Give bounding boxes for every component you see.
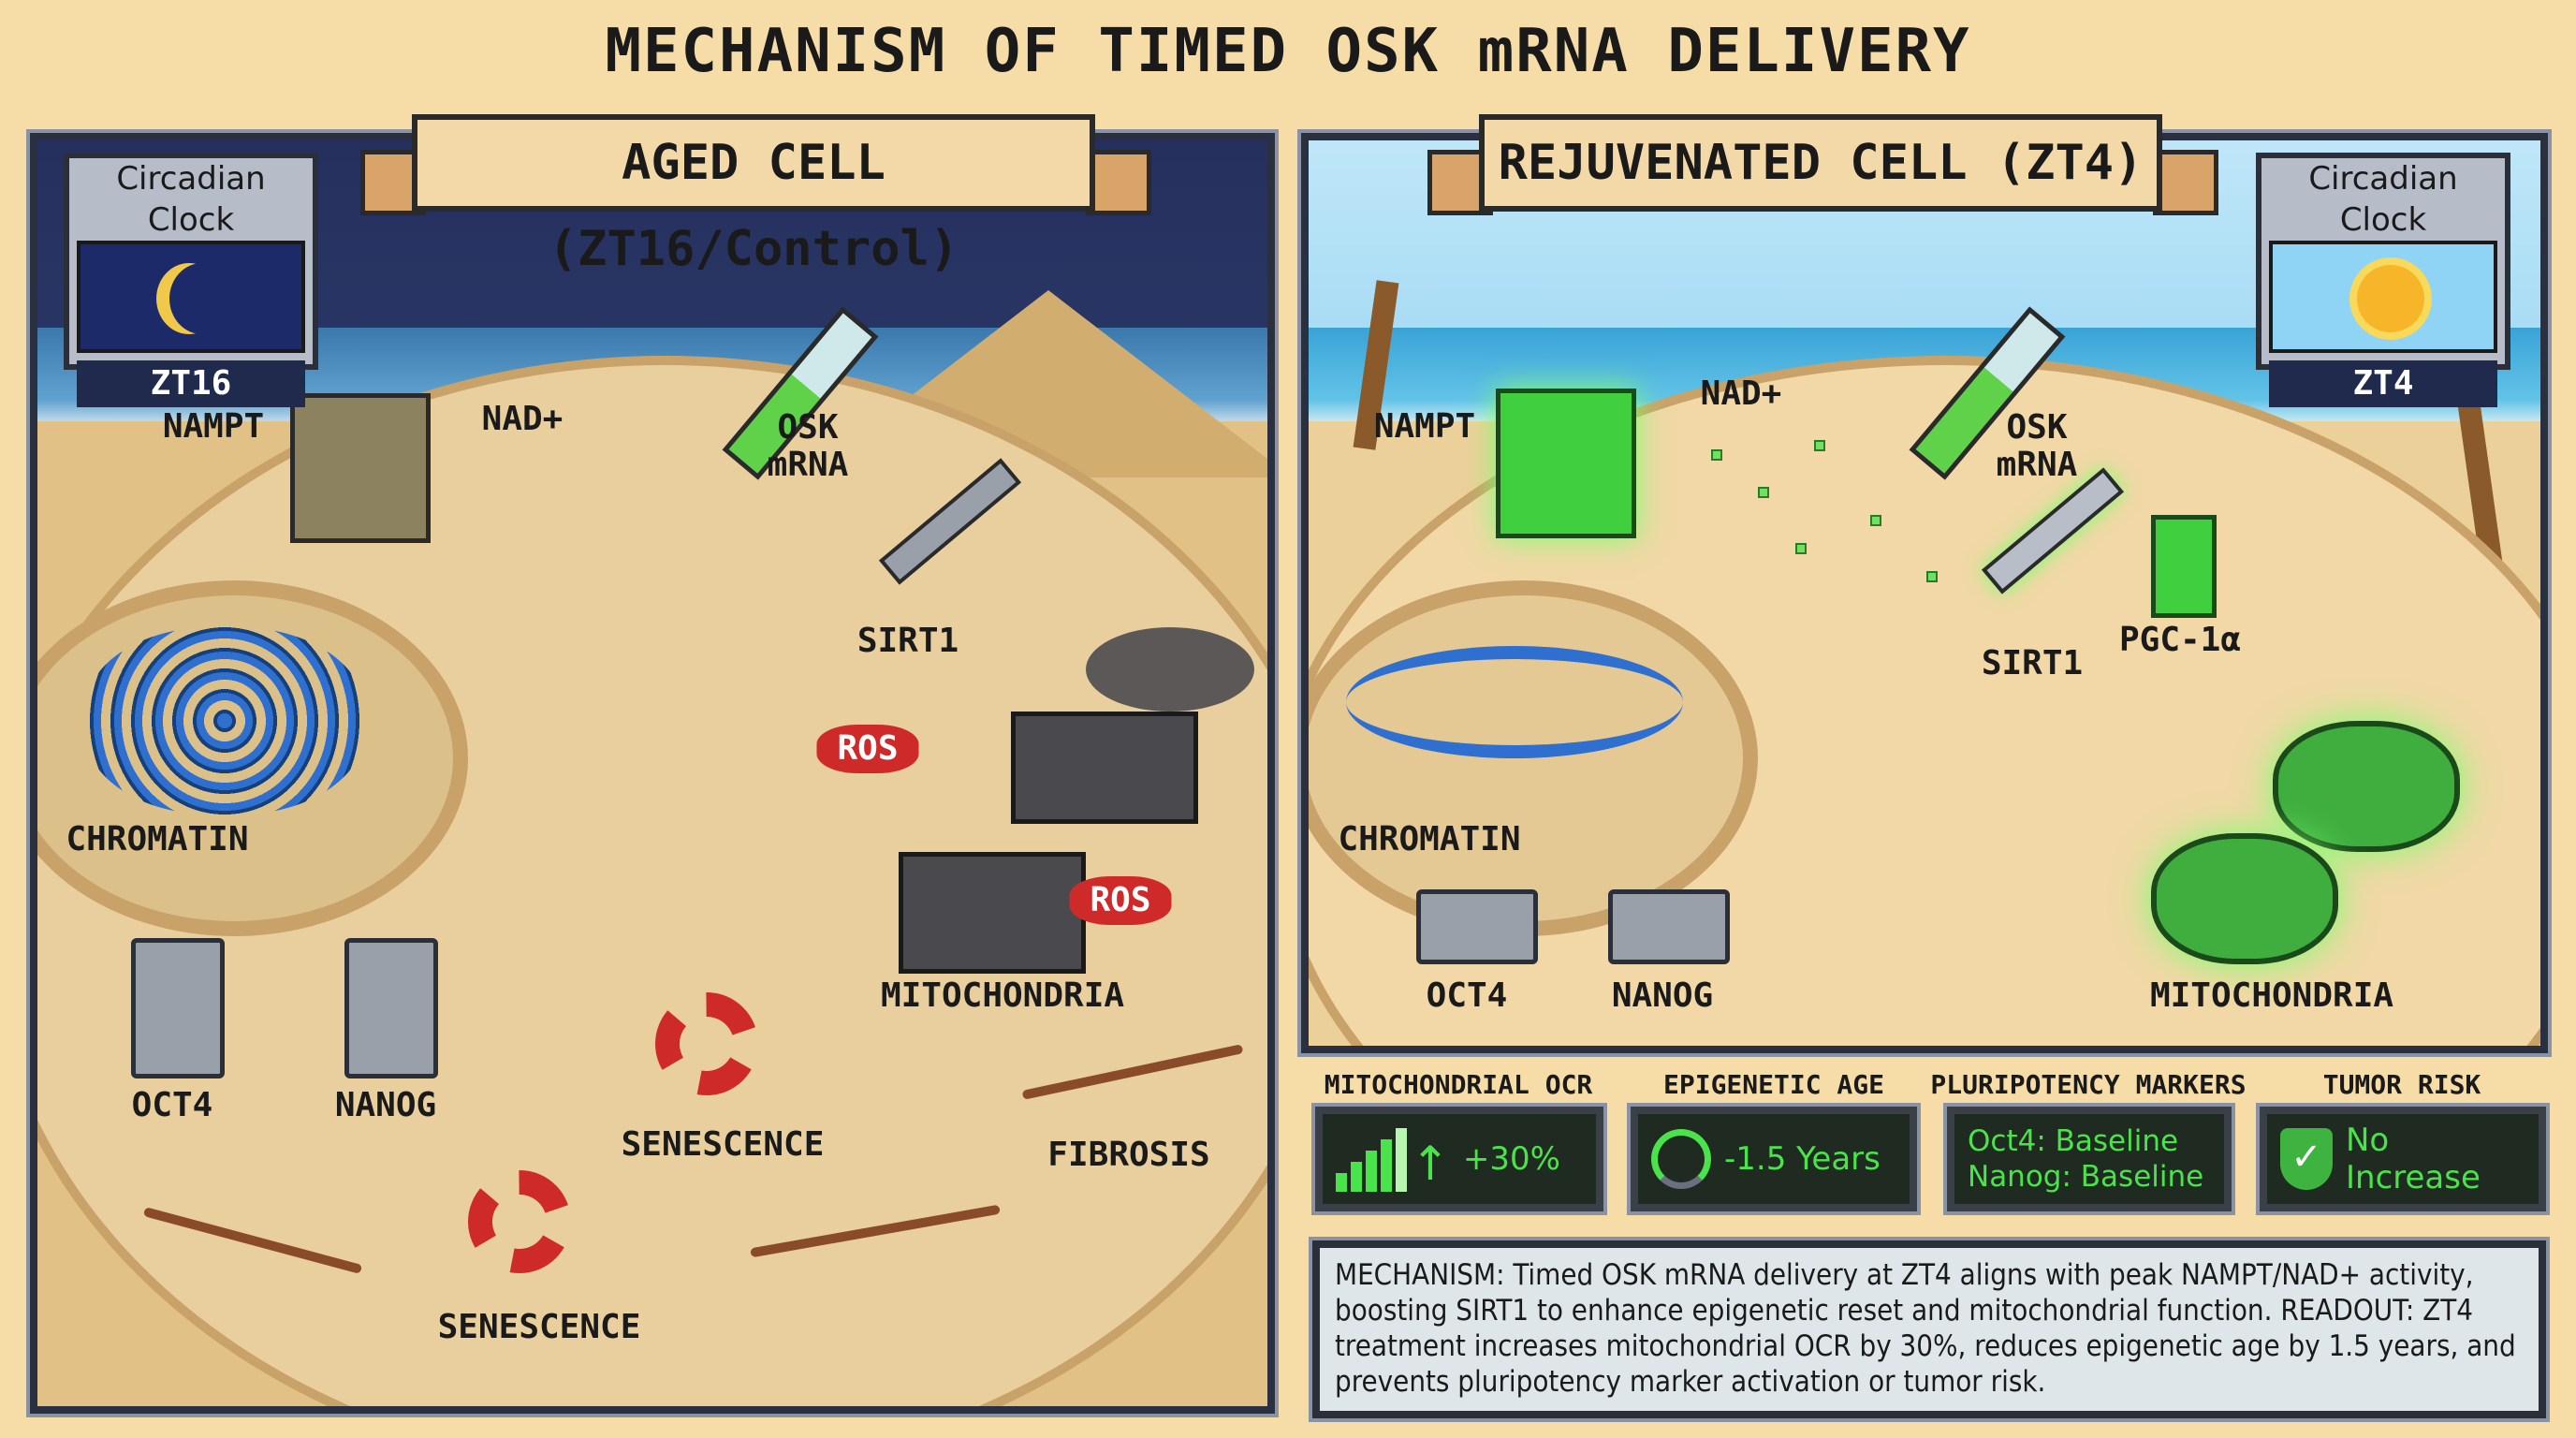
gear-icon (655, 992, 758, 1095)
label-nad: NAD+ (1700, 374, 1782, 413)
metric-label-age: EPIGENETIC AGE (1662, 1069, 1885, 1100)
label-fibrosis: FIBROSIS (1047, 1136, 1210, 1174)
nad-particle (1926, 571, 1938, 582)
circadian-clock-left: Circadian Clock ZT16 (64, 153, 318, 407)
nanog-box-icon (1608, 889, 1730, 964)
label-chromatin: CHROMATIN (66, 820, 249, 858)
nucleus (1309, 580, 1758, 936)
metric-label-tumor: TUMOR RISK (2322, 1069, 2481, 1100)
banner-ribbon (1086, 150, 1151, 215)
label-osk-mrna: OSK mRNA (767, 408, 849, 484)
day-window (2269, 241, 2497, 353)
label-oct4: OCT4 (131, 1086, 213, 1124)
nad-particle (1870, 515, 1881, 526)
label-senescence: SENESCENCE (437, 1308, 641, 1346)
nanog-status: Nanog: Baseline (1968, 1160, 2204, 1194)
mitochondria-icon (2151, 833, 2338, 964)
clock-time: ZT16 (77, 360, 305, 407)
metric-value: -1.5 Years (1724, 1140, 1881, 1178)
metric-tumor-risk: ✓ No Increase (2256, 1103, 2550, 1215)
oct4-box-icon (131, 938, 225, 1078)
page-title: MECHANISM OF TIMED OSK mRNA DELIVERY (605, 17, 1971, 86)
clock-label: Circadian Clock (116, 160, 266, 239)
night-window (77, 241, 305, 353)
battery-icon (2151, 515, 2217, 618)
oct4-box-icon (1416, 889, 1538, 964)
nampt-machine-icon (290, 393, 431, 543)
label-mitochondria: MITOCHONDRIA (880, 976, 1125, 1015)
metric-epigenetic-age: -1.5 Years (1627, 1103, 1921, 1215)
label-nanog: NANOG (1611, 976, 1714, 1015)
aged-cell-panel (26, 129, 1279, 1417)
moon-icon (169, 263, 235, 334)
banner-ribbon (2153, 150, 2218, 215)
label-nampt: NAMPT (162, 407, 265, 446)
label-pgc1a: PGC-1α (2118, 621, 2242, 659)
label-sirt1: SIRT1 (856, 622, 959, 660)
label-oct4: OCT4 (1426, 976, 1508, 1015)
label-osk-mrna: OSK mRNA (1996, 408, 2078, 484)
open-chromatin (1346, 646, 1683, 758)
label-nampt: NAMPT (1373, 407, 1476, 446)
label-nanog: NANOG (334, 1086, 437, 1124)
ros-badge: ROS (1069, 876, 1172, 925)
nad-particle (1814, 440, 1825, 451)
label-senescence: SENESCENCE (621, 1125, 825, 1164)
nanog-box-icon (344, 938, 438, 1078)
nampt-machine-icon (1496, 389, 1636, 538)
circadian-clock-right: Circadian Clock ZT4 (2256, 153, 2510, 407)
metric-value: No Increase (2346, 1122, 2481, 1196)
factory-icon (899, 852, 1086, 974)
label-nad: NAD+ (481, 400, 564, 438)
mitochondria-icon (2273, 721, 2460, 852)
nad-particle (1795, 543, 1807, 554)
gear-icon (468, 1170, 571, 1273)
mechanism-description: MECHANISM: Timed OSK mRNA delivery at ZT… (1309, 1237, 2550, 1422)
aged-cell-banner: AGED CELL (ZT16/Control) (412, 114, 1095, 277)
label-sirt1: SIRT1 (1981, 644, 2084, 682)
metric-label-ocr: MITOCHONDRIAL OCR (1324, 1069, 1593, 1100)
clock-rewind-icon (1651, 1129, 1711, 1189)
nad-particle (1711, 449, 1722, 461)
bar-chart-up-icon: ↑ (1336, 1126, 1450, 1192)
tangled-chromatin (84, 627, 365, 814)
clock-label: Circadian Clock (2308, 160, 2458, 239)
shield-check-icon: ✓ (2280, 1128, 2333, 1190)
ros-badge: ROS (816, 725, 919, 773)
metric-ocr: ↑ +30% (1311, 1103, 1607, 1215)
factory-icon (1011, 712, 1198, 824)
oct4-status: Oct4: Baseline (1968, 1124, 2179, 1158)
nad-particle (1758, 487, 1769, 498)
smoke (1086, 627, 1254, 712)
rejuvenated-cell-banner: REJUVENATED CELL (ZT4) (1479, 114, 2162, 212)
metric-value: +30% (1462, 1140, 1560, 1178)
label-mitochondria: MITOCHONDRIA (2149, 976, 2394, 1015)
metric-pluripotency: Oct4: Baseline Nanog: Baseline (1943, 1103, 2235, 1215)
sun-icon (2357, 265, 2424, 332)
metric-label-pluripotency: PLURIPOTENCY MARKERS (1930, 1069, 2247, 1100)
label-chromatin: CHROMATIN (1338, 820, 1521, 858)
clock-time: ZT4 (2269, 360, 2497, 407)
